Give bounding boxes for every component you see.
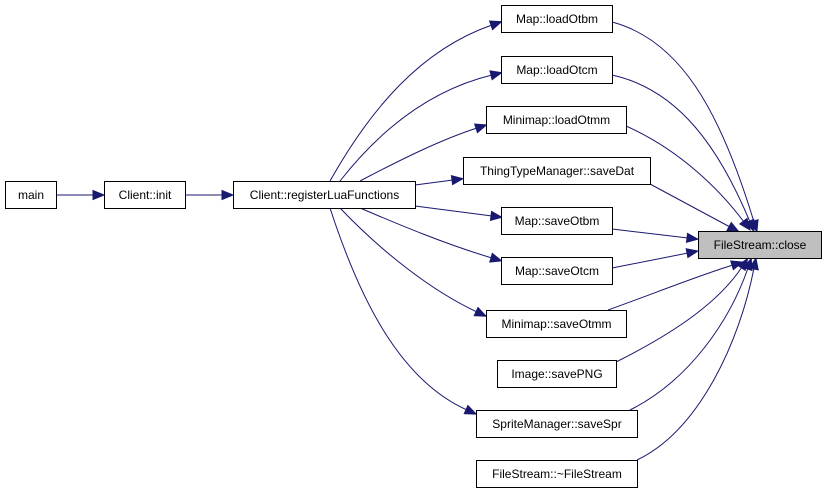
arrowhead-client_reg-to-map_saveotbm	[489, 210, 504, 222]
edge-map_saveotbm-to-filestream_close	[611, 228, 689, 239]
node-label: Minimap::saveOtmm	[501, 317, 611, 331]
edge-client_reg-to-map_loadotbm	[329, 24, 493, 182]
node-map-loadotcm[interactable]: Map::loadOtcm	[501, 56, 613, 84]
node-label: FileStream::close	[714, 238, 807, 252]
node-map-loadotbm[interactable]: Map::loadOtbm	[501, 5, 613, 33]
node-label: FileStream::~FileStream	[492, 467, 622, 481]
node-box[interactable]	[476, 460, 638, 488]
node-map-saveotbm[interactable]: Map::saveOtbm	[501, 207, 613, 235]
node-box[interactable]	[5, 181, 57, 209]
node-box[interactable]	[233, 181, 416, 209]
arrowhead-client_reg-to-minimap_loadotmm	[473, 123, 488, 134]
node-filestream-dtor[interactable]: FileStream::~FileStream	[476, 460, 638, 488]
node-filestream-close[interactable]: FileStream::close	[698, 231, 822, 259]
node-label: Image::savePNG	[511, 367, 602, 381]
arrowhead-minimap_loadotmm-to-filestream_close	[738, 217, 751, 232]
node-main[interactable]: main	[5, 181, 57, 209]
edge-client_reg-to-map_loadotcm	[339, 74, 493, 182]
node-box[interactable]	[486, 106, 627, 134]
node-map-saveotcm[interactable]: Map::saveOtcm	[501, 257, 613, 285]
node-label: Client::init	[119, 188, 172, 202]
node-thingtype-savedat[interactable]: ThingTypeManager::saveDat	[463, 157, 651, 185]
arrowhead-client_reg-to-sprite_savespr	[463, 404, 478, 415]
node-label: Minimap::loadOtmm	[503, 113, 610, 127]
node-client-reg[interactable]: Client::registerLuaFunctions	[233, 181, 416, 209]
edge-image_savepng-to-filestream_close	[615, 266, 743, 363]
edge-filestream_dtor-to-filestream_close	[636, 267, 755, 461]
node-box[interactable]	[501, 257, 613, 285]
arrowhead-client_init-to-client_reg	[221, 189, 235, 201]
node-box[interactable]	[497, 360, 617, 388]
node-box[interactable]	[463, 157, 651, 185]
node-label: SpriteManager::saveSpr	[492, 417, 621, 431]
edges-layer	[56, 20, 759, 461]
node-client-init[interactable]: Client::init	[104, 181, 186, 209]
edge-client_reg-to-sprite_savespr	[329, 207, 468, 411]
node-label: Map::saveOtbm	[515, 214, 600, 228]
node-box[interactable]	[104, 181, 186, 209]
arrowhead-filestream_dtor-to-filestream_close	[748, 256, 759, 271]
edge-thingtype_savedat-to-filestream_close	[649, 183, 731, 228]
node-box[interactable]	[698, 231, 822, 259]
nodes-layer: main Client::init Client::registerLuaFunct…	[5, 5, 822, 488]
arrowhead-client_reg-to-map_loadotcm	[489, 70, 504, 81]
edge-sprite_savespr-to-filestream_close	[629, 267, 749, 411]
edge-client_reg-to-minimap_saveotmm	[339, 207, 478, 313]
edge-map_saveotcm-to-filestream_close	[611, 252, 689, 269]
edge-client_reg-to-map_saveotbm	[414, 205, 493, 217]
node-minimap-saveotmm[interactable]: Minimap::saveOtmm	[486, 310, 627, 338]
edge-minimap_saveotmm-to-filestream_close	[607, 264, 734, 311]
node-label: Map::loadOtcm	[516, 63, 597, 77]
arrowhead-client_reg-to-thingtype_savedat	[450, 174, 465, 186]
node-sprite-savespr[interactable]: SpriteManager::saveSpr	[476, 410, 638, 438]
arrowhead-client_reg-to-map_loadotbm	[488, 20, 503, 31]
node-label: Client::registerLuaFunctions	[250, 188, 399, 202]
arrowhead-map_saveotbm-to-filestream_close	[685, 232, 700, 244]
arrowhead-client_reg-to-map_saveotcm	[489, 252, 503, 263]
edge-map_loadotcm-to-filestream_close	[611, 74, 751, 223]
node-label: Map::saveOtcm	[515, 264, 599, 278]
edge-client_reg-to-map_saveotcm	[359, 207, 493, 259]
edge-minimap_loadotmm-to-filestream_close	[625, 125, 745, 223]
node-box[interactable]	[501, 56, 613, 84]
node-label: Map::loadOtbm	[516, 12, 598, 26]
arrowhead-client_reg-to-minimap_saveotmm	[473, 306, 488, 317]
edge-map_loadotbm-to-filestream_close	[611, 21, 755, 223]
node-box[interactable]	[501, 5, 613, 33]
node-image-savepng[interactable]: Image::savePNG	[497, 360, 617, 388]
arrowhead-thingtype_savedat-to-filestream_close	[726, 221, 740, 233]
node-minimap-loadotmm[interactable]: Minimap::loadOtmm	[486, 106, 627, 134]
arrowhead-main-to-client_init	[92, 189, 106, 201]
node-box[interactable]	[486, 310, 627, 338]
node-box[interactable]	[476, 410, 638, 438]
edge-client_reg-to-thingtype_savedat	[414, 179, 454, 186]
node-label: ThingTypeManager::saveDat	[480, 164, 635, 178]
node-label: main	[18, 188, 44, 202]
edge-client_reg-to-minimap_loadotmm	[359, 127, 478, 182]
node-box[interactable]	[501, 207, 613, 235]
arrowhead-map_saveotcm-to-filestream_close	[685, 248, 700, 259]
